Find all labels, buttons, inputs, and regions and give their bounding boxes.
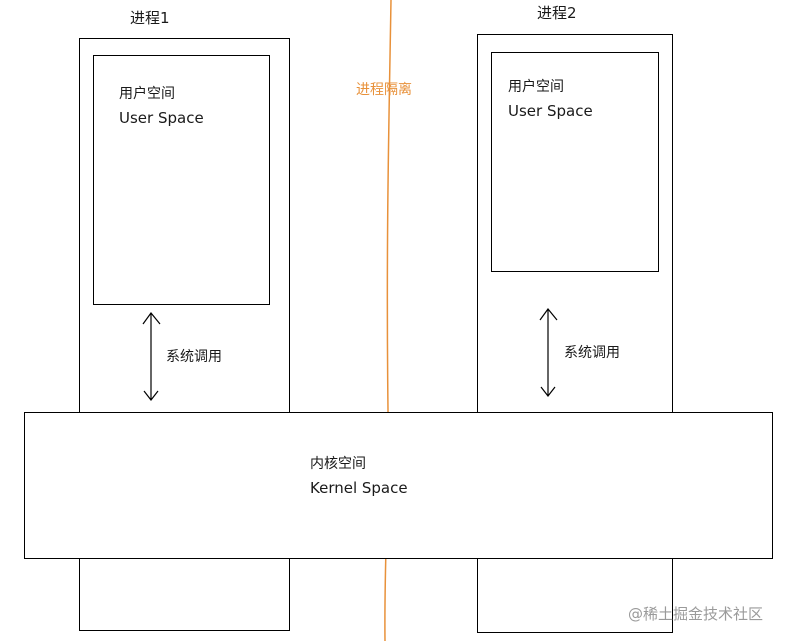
process1-user-space-box xyxy=(93,55,270,305)
kernel-space-box xyxy=(24,412,773,559)
process1-syscall-label: 系统调用 xyxy=(166,349,222,365)
process2-title: 进程2 xyxy=(537,4,577,22)
process1-user-space-cn: 用户空间 xyxy=(119,86,175,102)
isolation-label: 进程隔离 xyxy=(356,82,412,98)
kernel-space-en: Kernel Space xyxy=(310,479,408,497)
process1-title: 进程1 xyxy=(130,9,170,27)
process2-user-space-cn: 用户空间 xyxy=(508,79,564,95)
process2-syscall-arrow xyxy=(539,308,558,397)
process2-user-space-en: User Space xyxy=(508,102,593,120)
process1-syscall-arrow xyxy=(142,312,161,401)
process1-user-space-en: User Space xyxy=(119,109,204,127)
process2-syscall-label: 系统调用 xyxy=(564,345,620,361)
process2-user-space-box xyxy=(491,52,659,272)
watermark: @稀土掘金技术社区 xyxy=(628,605,764,623)
kernel-space-cn: 内核空间 xyxy=(310,456,366,472)
